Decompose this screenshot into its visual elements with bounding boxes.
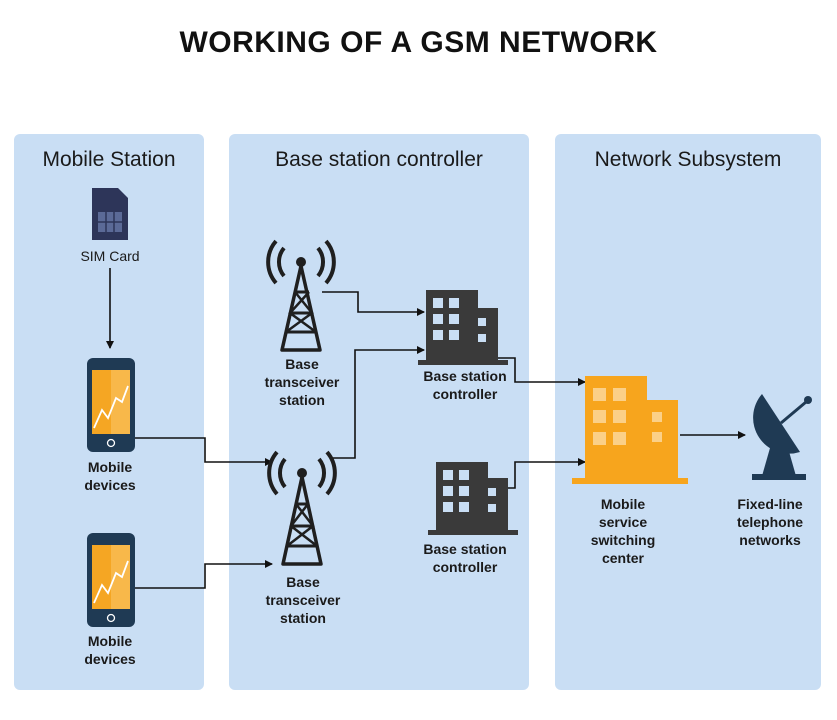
connector-bts2-to-bsc1 (330, 346, 425, 459)
label-line: station (280, 610, 326, 626)
fixed-line-label: Fixed-line telephone networks (722, 495, 818, 549)
label-line: Mobile (600, 496, 646, 512)
smartphone-icon (87, 533, 135, 627)
bsc-label-1: Base station controller (405, 367, 525, 403)
panel-base-station-controller: Base station controller (229, 134, 529, 690)
connector-bts1-to-bsc1 (322, 291, 425, 316)
connector-device2-to-bts2 (134, 560, 273, 589)
label-line: switching (590, 532, 656, 548)
label-line: transceiver (264, 374, 340, 390)
label-line: controller (432, 559, 498, 575)
label-line: Base station (423, 368, 507, 384)
label-line: telephone (736, 514, 804, 530)
msc-label: Mobile service switching center (570, 495, 676, 567)
sim-card-icon (92, 188, 128, 240)
sim-card-label-text: SIM Card (80, 248, 140, 264)
page-title: WORKING OF A GSM NETWORK (179, 26, 658, 59)
building-icon (428, 462, 518, 535)
radio-tower-icon (267, 450, 337, 566)
connector-bsc2-to-msc (498, 458, 586, 489)
building-icon (572, 376, 688, 484)
connector-bsc1-to-msc (498, 357, 586, 386)
bts-label-1: Base transceiver station (250, 355, 354, 409)
label-line: controller (432, 386, 498, 402)
label-line: transceiver (265, 592, 341, 608)
label-line: Base station (423, 541, 507, 557)
label-line: networks (739, 532, 801, 548)
connector-device1-to-bts2 (134, 437, 273, 466)
label-line: center (601, 550, 645, 566)
label-line: Base (285, 356, 319, 372)
smartphone-icon (87, 358, 135, 452)
sim-card-label: SIM Card (60, 247, 160, 265)
building-icon (418, 290, 508, 365)
label-line: Mobile (87, 633, 133, 649)
radio-tower-icon (266, 239, 336, 352)
mobile-devices-label-2: Mobile devices (60, 632, 160, 668)
label-line: Mobile (87, 459, 133, 475)
panel-title-base-station-controller: Base station controller (275, 148, 483, 171)
panel-title-network-subsystem: Network Subsystem (594, 148, 782, 171)
label-line: Fixed-line (737, 496, 803, 512)
satellite-dish-icon (752, 394, 812, 480)
label-line: Base (286, 574, 320, 590)
label-line: station (279, 392, 325, 408)
mobile-devices-label-1: Mobile devices (60, 458, 160, 494)
bsc-label-2: Base station controller (405, 540, 525, 576)
panel-title-mobile-station: Mobile Station (42, 148, 176, 171)
label-line: devices (84, 651, 136, 667)
label-line: service (598, 514, 648, 530)
bts-label-2: Base transceiver station (251, 573, 355, 627)
label-line: devices (84, 477, 136, 493)
